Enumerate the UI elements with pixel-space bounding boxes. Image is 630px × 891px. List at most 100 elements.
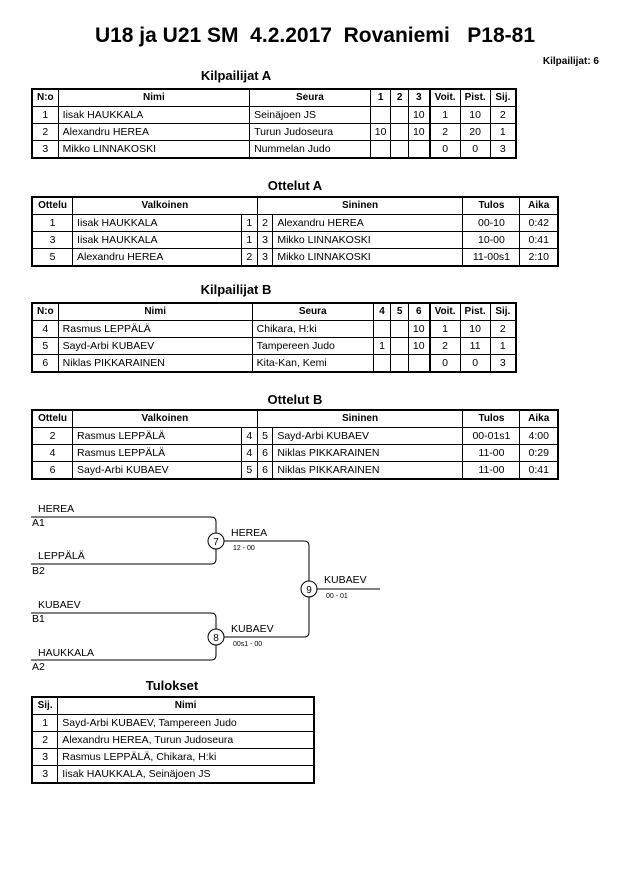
header-time: Aika <box>519 409 559 428</box>
row-match: 5 <box>31 248 74 267</box>
matches-b-heading: Ottelut B <box>267 392 323 407</box>
row-points: 10 <box>459 106 491 124</box>
table-row: 3 Iisak HAUKKALA, Seinäjoen JS <box>31 765 315 784</box>
row-place: 3 <box>31 765 59 784</box>
row-score-4 <box>372 354 392 373</box>
matches-a-header-row: Ottelu Valkoinen Sininen Tulos Aika <box>31 196 559 215</box>
match7-circle <box>207 532 225 550</box>
header-name: Nimi <box>57 88 251 107</box>
row-time: 2:10 <box>519 248 559 267</box>
header-match: Ottelu <box>31 409 74 428</box>
row-name: Iisak HAUKKALA, Seinäjoen JS <box>57 765 315 784</box>
row-match: 6 <box>31 461 74 480</box>
row-white: Iisak HAUKKALA <box>72 231 242 249</box>
table-row: 3 Iisak HAUKKALA 1 3 Mikko LINNAKOSKI 10… <box>31 231 559 249</box>
row-score-1: 10 <box>369 123 392 141</box>
header-club: Seura <box>251 302 374 321</box>
table-row: 1 Sayd-Arbi KUBAEV, Tampereen Judo <box>31 714 315 732</box>
row-score-1 <box>369 140 392 159</box>
row-no: 5 <box>31 337 59 355</box>
row-name: Sayd-Arbi KUBAEV <box>57 337 253 355</box>
row-result: 11-00s1 <box>462 248 521 267</box>
row-no: 4 <box>31 320 59 338</box>
sf2-top-seed: B1 <box>32 613 45 625</box>
row-blue: Niklas PIKKARAINEN <box>272 461 464 480</box>
results-header-row: Sij. Nimi <box>31 696 315 715</box>
match8-number: 8 <box>213 633 219 644</box>
row-white: Rasmus LEPPÄLÄ <box>72 427 242 445</box>
pool-b-table: N:o Nimi Seura 4 5 6 Voit. Pist. Sij. 4 … <box>31 302 517 373</box>
row-time: 0:42 <box>519 214 559 232</box>
row-place: 1 <box>31 714 59 732</box>
table-row: 1 Iisak HAUKKALA 1 2 Alexandru HEREA 00-… <box>31 214 559 232</box>
row-score-3: 10 <box>407 106 431 124</box>
pool-a-header-row: N:o Nimi Seura 1 2 3 Voit. Pist. Sij. <box>31 88 517 107</box>
elimination-bracket: HEREA A1 LEPPÄLÄ B2 KUBAEV B1 HAUKKALA A… <box>31 503 380 673</box>
match7-winner: HEREA <box>231 527 267 539</box>
row-white: Sayd-Arbi KUBAEV <box>72 461 242 480</box>
header-points: Pist. <box>459 88 491 107</box>
row-points: 0 <box>459 140 491 159</box>
row-place: 3 <box>489 140 517 159</box>
row-blue-no: 6 <box>256 444 274 462</box>
table-row: 3 Mikko LINNAKOSKI Nummelan Judo 0 0 3 <box>31 140 517 159</box>
row-name: Alexandru HEREA, Turun Judoseura <box>57 731 315 749</box>
header-result: Tulos <box>462 409 521 428</box>
row-white: Iisak HAUKKALA <box>72 214 242 232</box>
results-table: Sij. Nimi 1 Sayd-Arbi KUBAEV, Tampereen … <box>31 696 315 784</box>
table-row: 4 Rasmus LEPPÄLÄ Chikara, H:ki 10 1 10 2 <box>31 320 517 338</box>
row-match: 4 <box>31 444 74 462</box>
row-white-no: 2 <box>241 248 258 267</box>
table-row: 6 Sayd-Arbi KUBAEV 5 6 Niklas PIKKARAINE… <box>31 461 559 480</box>
row-no: 6 <box>31 354 59 373</box>
row-club: Chikara, H:ki <box>251 320 374 338</box>
header-white: Valkoinen <box>72 409 258 428</box>
row-blue-no: 3 <box>256 231 274 249</box>
row-score-6 <box>407 354 431 373</box>
sf1-bottom-name: LEPPÄLÄ <box>38 550 85 562</box>
row-result: 11-00 <box>462 461 521 480</box>
pool-a-table: N:o Nimi Seura 1 2 3 Voit. Pist. Sij. 1 … <box>31 88 517 159</box>
table-row: 1 Iisak HAUKKALA Seinäjoen JS 10 1 10 2 <box>31 106 517 124</box>
row-match: 2 <box>31 427 74 445</box>
row-wins: 0 <box>428 140 461 159</box>
row-blue-no: 3 <box>256 248 274 267</box>
header-result: Tulos <box>462 196 521 215</box>
matches-b-table: Ottelu Valkoinen Sininen Tulos Aika 2 Ra… <box>31 409 559 480</box>
row-white-no: 4 <box>241 427 258 445</box>
row-time: 4:00 <box>519 427 559 445</box>
row-score-3: 10 <box>407 123 431 141</box>
row-place: 1 <box>489 337 517 355</box>
header-score-4: 4 <box>372 302 392 321</box>
row-wins: 2 <box>428 337 461 355</box>
header-place: Sij. <box>489 88 517 107</box>
header-name: Nimi <box>57 696 315 715</box>
row-wins: 1 <box>428 106 461 124</box>
row-score-5 <box>390 337 409 355</box>
row-score-2 <box>390 140 409 159</box>
row-points: 20 <box>459 123 491 141</box>
row-score-3 <box>407 140 431 159</box>
row-place: 1 <box>489 123 517 141</box>
row-time: 0:29 <box>519 444 559 462</box>
row-club: Tampereen Judo <box>251 337 374 355</box>
table-row: 4 Rasmus LEPPÄLÄ 4 6 Niklas PIKKARAINEN … <box>31 444 559 462</box>
row-blue-no: 2 <box>256 214 274 232</box>
table-row: 5 Alexandru HEREA 2 3 Mikko LINNAKOSKI 1… <box>31 248 559 267</box>
row-white: Rasmus LEPPÄLÄ <box>72 444 242 462</box>
row-time: 0:41 <box>519 231 559 249</box>
table-row: 2 Alexandru HEREA, Turun Judoseura <box>31 731 315 749</box>
row-blue: Alexandru HEREA <box>272 214 464 232</box>
table-row: 3 Rasmus LEPPÄLÄ, Chikara, H:ki <box>31 748 315 766</box>
row-name: Mikko LINNAKOSKI <box>57 140 251 159</box>
matches-a-table: Ottelu Valkoinen Sininen Tulos Aika 1 Ii… <box>31 196 559 267</box>
row-no: 2 <box>31 123 59 141</box>
row-time: 0:41 <box>519 461 559 480</box>
match9-score: 00 - 01 <box>326 593 348 600</box>
results-heading: Tulokset <box>145 678 199 693</box>
row-white: Alexandru HEREA <box>72 248 242 267</box>
sf2-bottom-name: HAUKKALA <box>38 647 94 659</box>
matches-a-heading: Ottelut A <box>267 178 323 193</box>
table-row: 2 Rasmus LEPPÄLÄ 4 5 Sayd-Arbi KUBAEV 00… <box>31 427 559 445</box>
row-name: Niklas PIKKARAINEN <box>57 354 253 373</box>
